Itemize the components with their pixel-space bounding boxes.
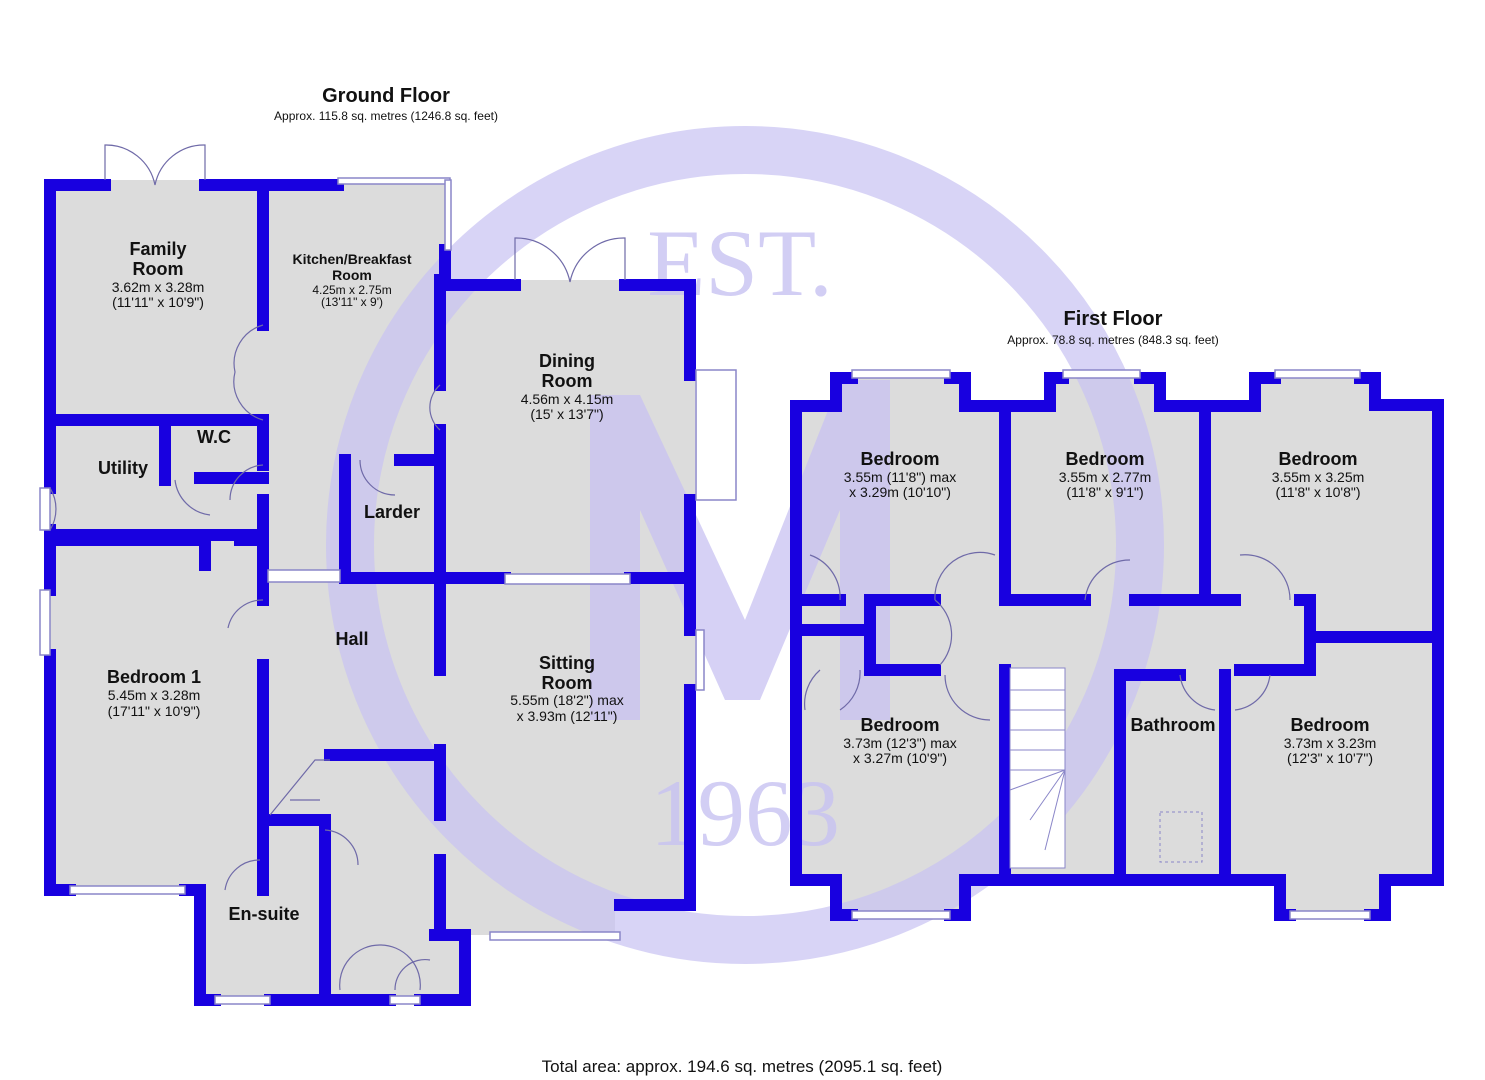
ground-floor-walls — [39, 144, 737, 1006]
room-family-room: Family — [129, 239, 186, 259]
room-en-suite: En-suite — [228, 904, 299, 924]
room-bedroom: Bedroom — [1290, 715, 1369, 735]
first-floor-labels: First Floor Approx. 78.8 sq. metres (848… — [843, 308, 1376, 766]
room-dimensions: 3.73m (12'3") max — [843, 735, 956, 751]
room-dining-line2: Room — [542, 371, 593, 391]
first-floor-title: First Floor — [1064, 308, 1163, 330]
total-area: Total area: approx. 194.6 sq. metres (20… — [542, 1057, 943, 1076]
room-dimensions: 3.55m (11'8") max — [844, 469, 956, 485]
room-dimensions-ft: x 3.93m (12'11") — [517, 708, 618, 724]
room-sitting-room: Sitting — [539, 653, 595, 673]
room-dimensions-ft: (11'8" x 9'1") — [1066, 484, 1143, 500]
room-dimensions-ft: (13'11" x 9') — [321, 295, 383, 309]
room-kitchen-line2: Room — [332, 267, 372, 283]
room-bedroom: Bedroom — [1065, 449, 1144, 469]
room-larder: Larder — [364, 502, 420, 522]
room-wc: W.C — [197, 427, 231, 447]
room-bathroom: Bathroom — [1131, 715, 1216, 735]
room-dimensions-ft: (11'11" x 10'9") — [112, 294, 204, 310]
room-dimensions: 3.62m x 3.28m — [112, 279, 205, 295]
room-dimensions: 5.45m x 3.28m — [108, 687, 201, 703]
room-dining-room: Dining — [539, 351, 595, 371]
room-bedroom: Bedroom — [860, 715, 939, 735]
ground-floor-title: Ground Floor — [322, 85, 450, 107]
ground-floor-labels: Ground Floor Approx. 115.8 sq. metres (1… — [98, 85, 624, 924]
room-sitting-line2: Room — [542, 673, 593, 693]
room-dimensions: 3.55m x 2.77m — [1059, 469, 1152, 485]
watermark-year: 1963 — [650, 760, 840, 866]
room-dimensions-ft: (17'11" x 10'9") — [108, 703, 201, 719]
room-bedroom: Bedroom — [1278, 449, 1357, 469]
room-dimensions-ft: x 3.29m (10'10") — [849, 484, 951, 500]
room-bedroom-1: Bedroom 1 — [107, 667, 201, 687]
watermark-est: EST. — [647, 210, 833, 316]
room-dimensions: 4.56m x 4.15m — [521, 391, 614, 407]
room-dimensions: 3.73m x 3.23m — [1284, 735, 1377, 751]
room-hall: Hall — [335, 629, 368, 649]
room-dimensions-ft: (15' x 13'7") — [530, 406, 603, 422]
room-family-room-line2: Room — [133, 259, 184, 279]
room-bedroom: Bedroom — [860, 449, 939, 469]
staircase — [1009, 667, 1066, 869]
room-dimensions: 3.55m x 3.25m — [1272, 469, 1365, 485]
room-dimensions-ft: (11'8" x 10'8") — [1275, 484, 1360, 500]
first-floor-walls — [790, 369, 1444, 921]
first-floor-area: Approx. 78.8 sq. metres (848.3 sq. feet) — [1007, 333, 1218, 347]
room-utility: Utility — [98, 458, 148, 478]
room-dimensions-ft: x 3.27m (10'9") — [853, 750, 947, 766]
ground-floor-area: Approx. 115.8 sq. metres (1246.8 sq. fee… — [274, 109, 498, 123]
room-dimensions-ft: (12'3" x 10'7") — [1287, 750, 1373, 766]
room-dimensions: 4.25m x 2.75m — [312, 283, 391, 297]
room-kitchen: Kitchen/Breakfast — [292, 251, 411, 267]
room-dimensions: 5.55m (18'2") max — [510, 692, 623, 708]
